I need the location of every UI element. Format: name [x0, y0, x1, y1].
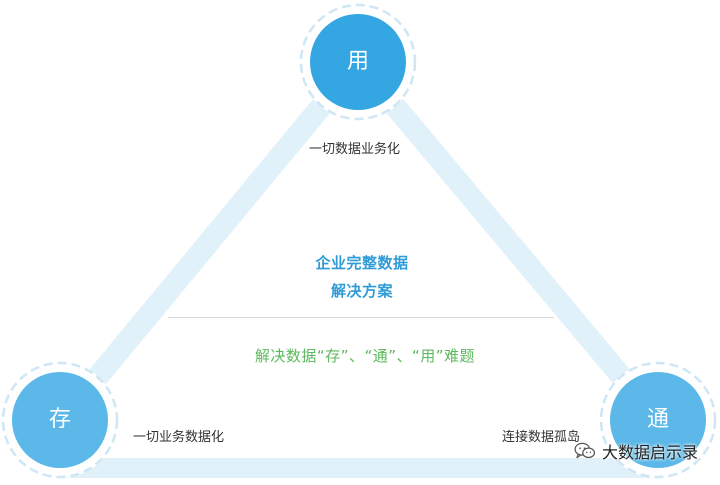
node-right-caption: 连接数据孤岛: [502, 430, 581, 445]
node-left-label: 存: [48, 407, 71, 432]
node-right-ring: [599, 361, 717, 479]
divider: [168, 317, 554, 318]
watermark-text: 大数据启示录: [601, 443, 698, 462]
edge-top-right: [347, 51, 669, 431]
node-left-ring: [1, 361, 119, 479]
center-subtitle: 解决数据“存”、“通”、“用”难题: [254, 347, 476, 365]
center-title-line1: 企业完整数据: [315, 254, 409, 272]
center-title-line2: 解决方案: [330, 282, 393, 300]
node-top-label: 用: [346, 49, 369, 74]
node-top: [299, 3, 417, 121]
node-top-ring: [299, 3, 417, 121]
edge-top-left: [51, 51, 369, 431]
node-top-caption: 一切数据业务化: [309, 142, 401, 157]
watermark: 大数据启示录: [574, 439, 698, 463]
node-left: [1, 361, 119, 479]
node-top-circle: [310, 14, 406, 110]
node-left-caption: 一切业务数据化: [133, 430, 225, 445]
wechat-icon: [574, 442, 596, 459]
node-right-label: 通: [646, 407, 669, 432]
node-right-circle: [610, 372, 706, 468]
node-left-circle: [12, 372, 108, 468]
node-right: [599, 361, 717, 479]
